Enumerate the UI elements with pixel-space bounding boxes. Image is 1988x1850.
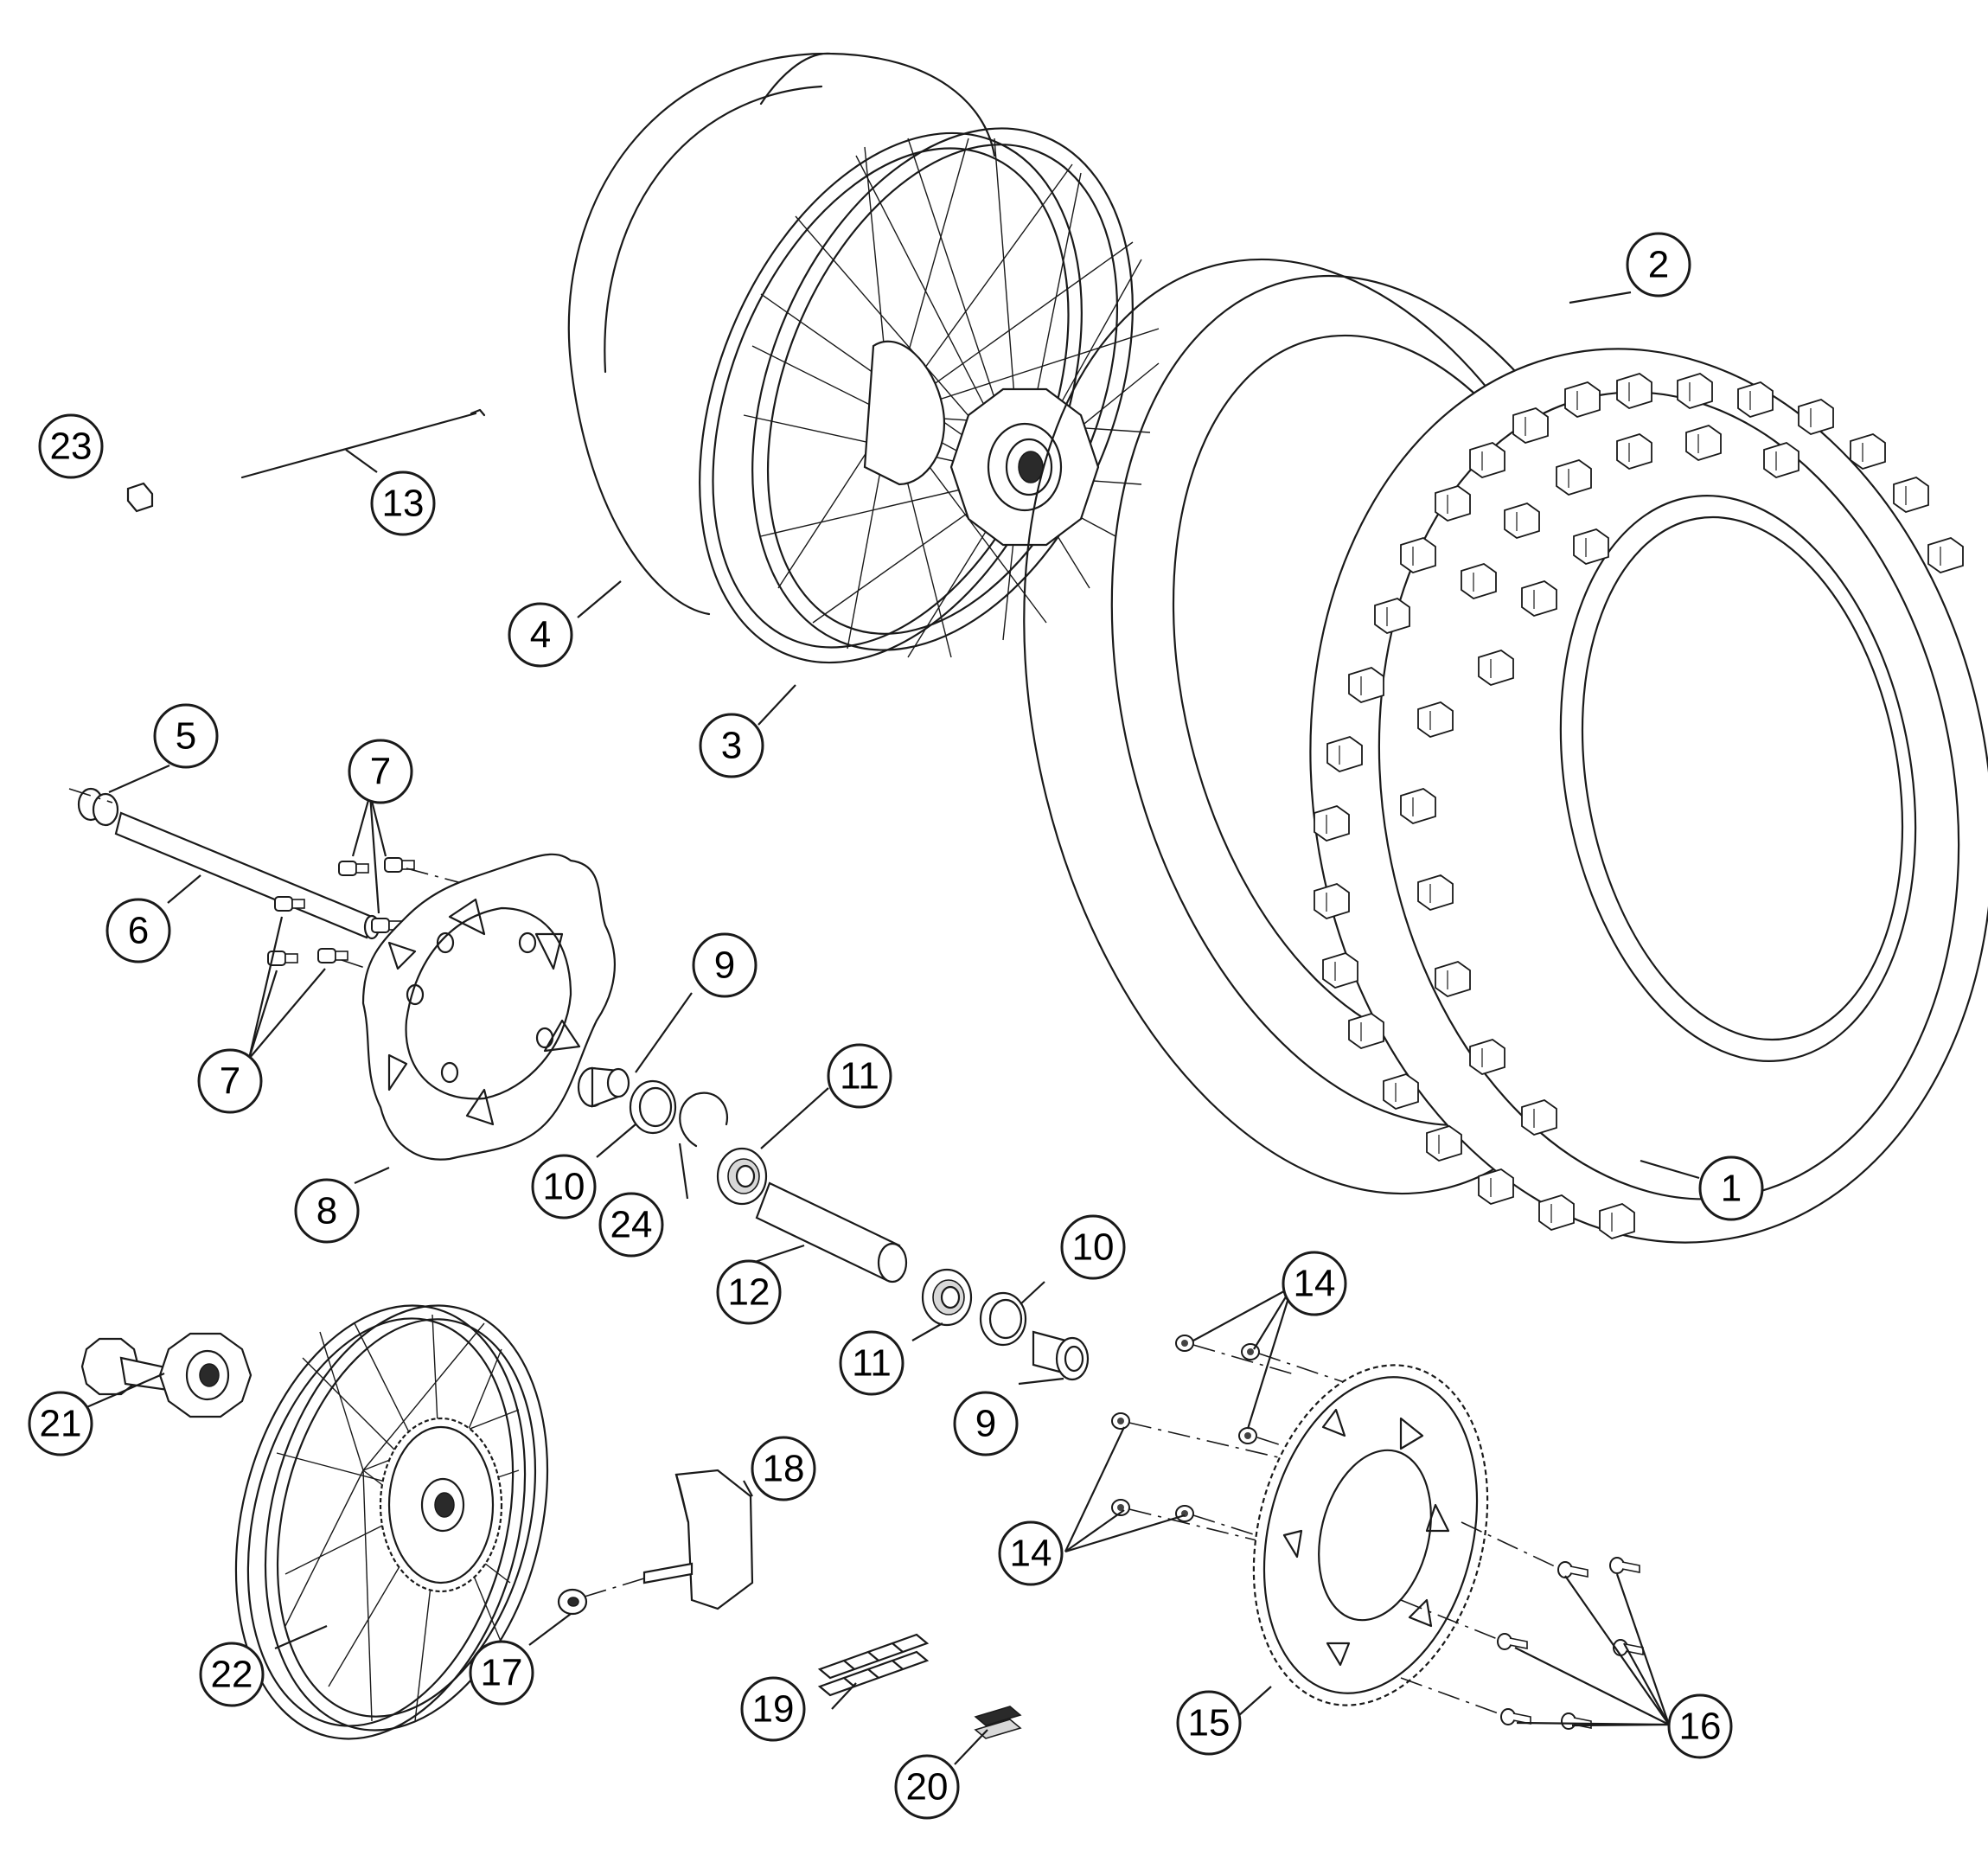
chain-master-link bbox=[974, 1706, 1022, 1739]
assembled-rear-wheel bbox=[234, 1304, 549, 1740]
callout-20: 20 bbox=[894, 1754, 960, 1820]
callout-label: 11 bbox=[852, 1342, 892, 1385]
callout-15: 15 bbox=[1176, 1690, 1242, 1756]
callout-label: 19 bbox=[752, 1688, 795, 1731]
callout-label: 6 bbox=[128, 910, 149, 952]
spoked-rim bbox=[699, 127, 1160, 664]
callout-label: 16 bbox=[1679, 1706, 1722, 1748]
callout-label: 7 bbox=[370, 751, 391, 793]
callout-label: 9 bbox=[714, 944, 735, 987]
callout-9-left: 9 bbox=[692, 932, 757, 998]
callout-label: 14 bbox=[1294, 1263, 1336, 1305]
callout-label: 7 bbox=[220, 1060, 240, 1103]
bearing-right bbox=[921, 1268, 973, 1327]
callout-11-right: 11 bbox=[839, 1330, 905, 1396]
callout-label: 5 bbox=[176, 715, 196, 758]
callout-label: 8 bbox=[316, 1190, 337, 1232]
callout-7-bottom: 7 bbox=[197, 1048, 263, 1114]
sprocket-nuts bbox=[1111, 1335, 1350, 1549]
callout-label: 10 bbox=[543, 1166, 585, 1208]
callout-1: 1 bbox=[1698, 1155, 1764, 1221]
callout-label: 23 bbox=[50, 426, 93, 468]
callout-label: 17 bbox=[481, 1652, 523, 1694]
callout-label: 18 bbox=[763, 1448, 805, 1490]
callout-label: 11 bbox=[840, 1055, 879, 1098]
callout-11-left: 11 bbox=[827, 1043, 892, 1109]
rim-band bbox=[567, 52, 996, 616]
callout-label: 9 bbox=[975, 1403, 996, 1445]
callout-label: 12 bbox=[728, 1271, 770, 1314]
callout-label: 4 bbox=[530, 614, 551, 656]
callout-label: 3 bbox=[721, 725, 742, 767]
callout-label: 2 bbox=[1648, 244, 1669, 286]
spacer-right bbox=[1032, 1330, 1090, 1381]
callout-21: 21 bbox=[28, 1391, 93, 1456]
spoke-nipple bbox=[126, 482, 154, 513]
callout-label: 15 bbox=[1188, 1702, 1231, 1744]
callout-label: 21 bbox=[40, 1403, 82, 1445]
callout-17: 17 bbox=[469, 1640, 534, 1706]
callout-14-top: 14 bbox=[1282, 1251, 1347, 1316]
rear-sprocket bbox=[1252, 1364, 1489, 1706]
callout-14-bottom: 14 bbox=[998, 1520, 1064, 1586]
callout-24: 24 bbox=[598, 1192, 664, 1258]
callout-2: 2 bbox=[1626, 232, 1691, 298]
brake-disc bbox=[361, 853, 616, 1161]
chain-guide-nut bbox=[557, 1578, 645, 1616]
knobby-tire bbox=[1309, 348, 1988, 1244]
callout-6: 6 bbox=[105, 898, 171, 963]
callout-19: 19 bbox=[740, 1676, 806, 1742]
spoke bbox=[240, 408, 486, 479]
drive-chain bbox=[817, 1633, 930, 1697]
callout-10-right: 10 bbox=[1060, 1214, 1126, 1280]
callout-label: 20 bbox=[906, 1766, 949, 1808]
bearing-left bbox=[716, 1147, 768, 1206]
callout-18: 18 bbox=[751, 1436, 816, 1501]
callout-23: 23 bbox=[38, 413, 104, 479]
callout-16: 16 bbox=[1667, 1693, 1733, 1759]
callout-13: 13 bbox=[370, 471, 436, 536]
callout-label: 1 bbox=[1721, 1168, 1742, 1210]
callout-label: 24 bbox=[610, 1204, 653, 1246]
callout-8: 8 bbox=[294, 1178, 360, 1244]
inner-spacer-tube bbox=[755, 1181, 908, 1283]
circlip bbox=[679, 1091, 729, 1148]
callout-label: 13 bbox=[382, 483, 425, 525]
callout-7-top: 7 bbox=[348, 739, 413, 804]
callout-5: 5 bbox=[153, 703, 219, 769]
callout-3: 3 bbox=[699, 713, 764, 778]
callout-22: 22 bbox=[199, 1642, 265, 1707]
rear-hub bbox=[80, 1332, 252, 1418]
callout-label: 10 bbox=[1072, 1226, 1115, 1269]
callout-10-left: 10 bbox=[531, 1154, 597, 1219]
callout-4: 4 bbox=[508, 602, 573, 668]
callout-label: 22 bbox=[211, 1654, 253, 1696]
sprocket-bolts bbox=[1400, 1521, 1644, 1730]
dust-seal-left bbox=[629, 1079, 677, 1135]
callout-label: 14 bbox=[1010, 1533, 1052, 1575]
callout-12: 12 bbox=[716, 1259, 782, 1325]
callout-9-right: 9 bbox=[953, 1391, 1019, 1456]
axle bbox=[68, 788, 380, 940]
spacer-left bbox=[577, 1066, 630, 1108]
chain-guide-block bbox=[642, 1469, 754, 1610]
dust-seal-right bbox=[979, 1291, 1027, 1347]
